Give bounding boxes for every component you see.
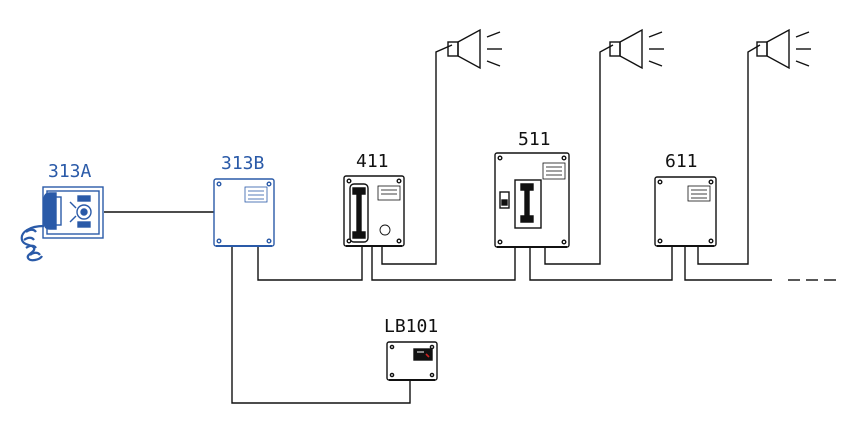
- wire-313b-411: [257, 246, 363, 281]
- junction-box-icon: [213, 178, 275, 247]
- wiring: [104, 44, 772, 404]
- wire-411-speaker: [381, 44, 453, 265]
- horn-speaker-icon: [756, 28, 811, 70]
- horn-speaker-icon: [609, 28, 664, 70]
- junction-box-icon: [654, 176, 717, 247]
- wire-611-speaker: [697, 44, 761, 265]
- handset-station-icon: [343, 175, 405, 247]
- wire-511-611: [529, 246, 673, 281]
- label-313b: 313B: [221, 153, 265, 174]
- label-611: 611: [665, 151, 698, 172]
- horn-speaker-icon: [447, 28, 502, 70]
- wall-handset-station-icon: [20, 186, 104, 262]
- enclosed-handset-station-icon: [494, 152, 570, 248]
- wire-611-continue: [684, 246, 772, 281]
- line-box-icon: [386, 341, 438, 381]
- label-411: 411: [356, 151, 389, 172]
- label-lb101: LB101: [384, 316, 439, 337]
- wire-511-speaker: [544, 44, 614, 265]
- wire-313b-lb101: [231, 246, 411, 404]
- wire-411-511: [371, 246, 516, 281]
- label-313a: 313A: [48, 161, 92, 182]
- label-511: 511: [518, 129, 551, 150]
